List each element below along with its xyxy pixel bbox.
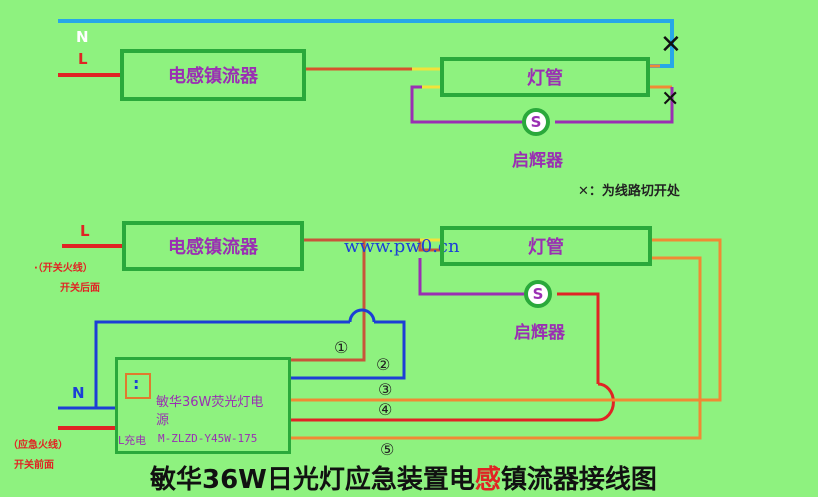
top-live-label: L <box>78 50 88 68</box>
top-cut-mark-2: ✕ <box>661 87 680 112</box>
bottom-starter-label: 启辉器 <box>514 323 565 343</box>
wire-5-number: ⑤ <box>380 440 395 459</box>
wire-1 <box>291 240 366 362</box>
top-starter-wire <box>410 85 523 124</box>
module-model: M-ZLZD-Y45W-175 <box>158 432 258 445</box>
top-starter-circle: S <box>522 108 550 136</box>
bottom-neutral-label: N <box>72 384 85 402</box>
module-indicator-dots: : <box>133 374 140 393</box>
bottom-live-label: L <box>80 222 90 240</box>
bottom-tube: 灯管 <box>440 226 652 266</box>
title-highlight: 感 <box>474 465 501 495</box>
top-neutral-label: N <box>76 28 89 46</box>
wire-2 <box>291 320 406 380</box>
cut-note: ✕：为线路切开处 <box>578 184 680 199</box>
bottom-ballast: 电感镇流器 <box>122 221 304 271</box>
note-after-switch: 开关后面 <box>60 283 100 294</box>
module-charge-label: L充电 <box>118 434 147 447</box>
note-switch-fire: ·（开关火线） <box>34 263 93 274</box>
wire-3 <box>291 238 722 402</box>
emergency-module <box>115 357 291 454</box>
wire-2-number: ② <box>376 355 391 374</box>
wire-4-number: ④ <box>378 400 393 419</box>
wire-1-number: ① <box>334 338 349 357</box>
module-title-line2: 源 <box>156 413 170 428</box>
bottom-starter-wire <box>418 258 525 296</box>
top-tube: 灯管 <box>440 57 650 97</box>
wire-3-number: ③ <box>378 380 393 399</box>
top-starter-label: 启辉器 <box>512 151 563 171</box>
bottom-neutral-wire <box>58 320 350 410</box>
title-part-2: 镇流器接线图 <box>500 465 657 495</box>
module-title-line1: 敏华36W荧光灯电 <box>156 395 264 410</box>
bottom-starter-circle: S <box>524 280 552 308</box>
top-ballast: 电感镇流器 <box>120 49 306 101</box>
top-cut-mark-1: ✕ <box>660 30 682 60</box>
note-emergency-fire: （应急火线） <box>8 440 68 451</box>
module-indicator <box>125 373 151 399</box>
title-part-1: 敏华36W日光灯应急装置电 <box>150 465 475 495</box>
diagram-title: 敏华36W日光灯应急装置电感镇流器接线图 <box>150 459 657 496</box>
watermark: www.pw0.cn <box>344 236 460 257</box>
wire-5 <box>291 256 702 440</box>
bottom-ballast-tube-wire <box>302 238 442 252</box>
note-before-switch: 开关前面 <box>14 460 54 471</box>
